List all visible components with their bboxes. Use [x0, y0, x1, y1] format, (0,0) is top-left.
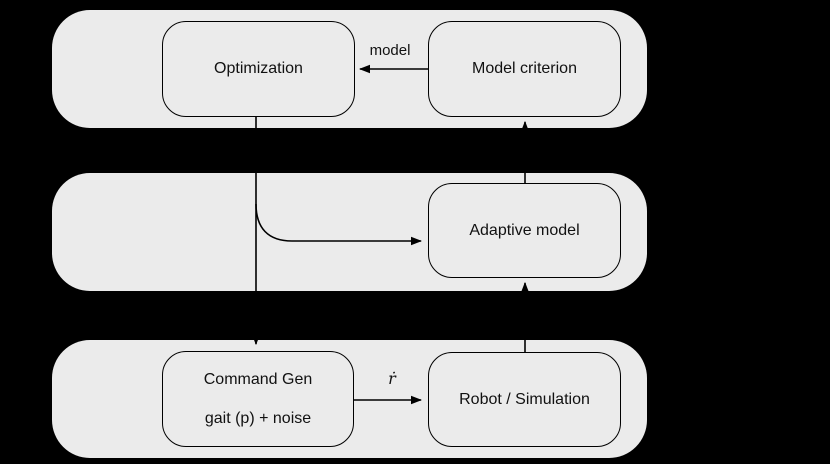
node-command-gen-label-line1: Command Gen [203, 371, 313, 389]
node-optimization: Optimization [162, 21, 355, 117]
node-robot-simulation: Robot / Simulation [428, 352, 621, 447]
edge-optimization-to-adaptivemodel [255, 203, 423, 246]
node-model-criterion: Model criterion [428, 21, 621, 117]
node-command-gen-label-line2: gait (p) + noise [204, 409, 312, 427]
node-model-criterion-label: Model criterion [472, 60, 577, 78]
node-command-gen: Command Gen gait (p) + noise [162, 351, 354, 447]
node-robot-simulation-label: Robot / Simulation [459, 390, 590, 408]
node-adaptive-model: Adaptive model [428, 183, 621, 278]
edge-label-r-dot: ṙ [388, 369, 396, 388]
node-optimization-label: Optimization [214, 60, 303, 78]
edge-label-model: model [369, 42, 411, 59]
node-adaptive-model-label: Adaptive model [469, 221, 580, 239]
